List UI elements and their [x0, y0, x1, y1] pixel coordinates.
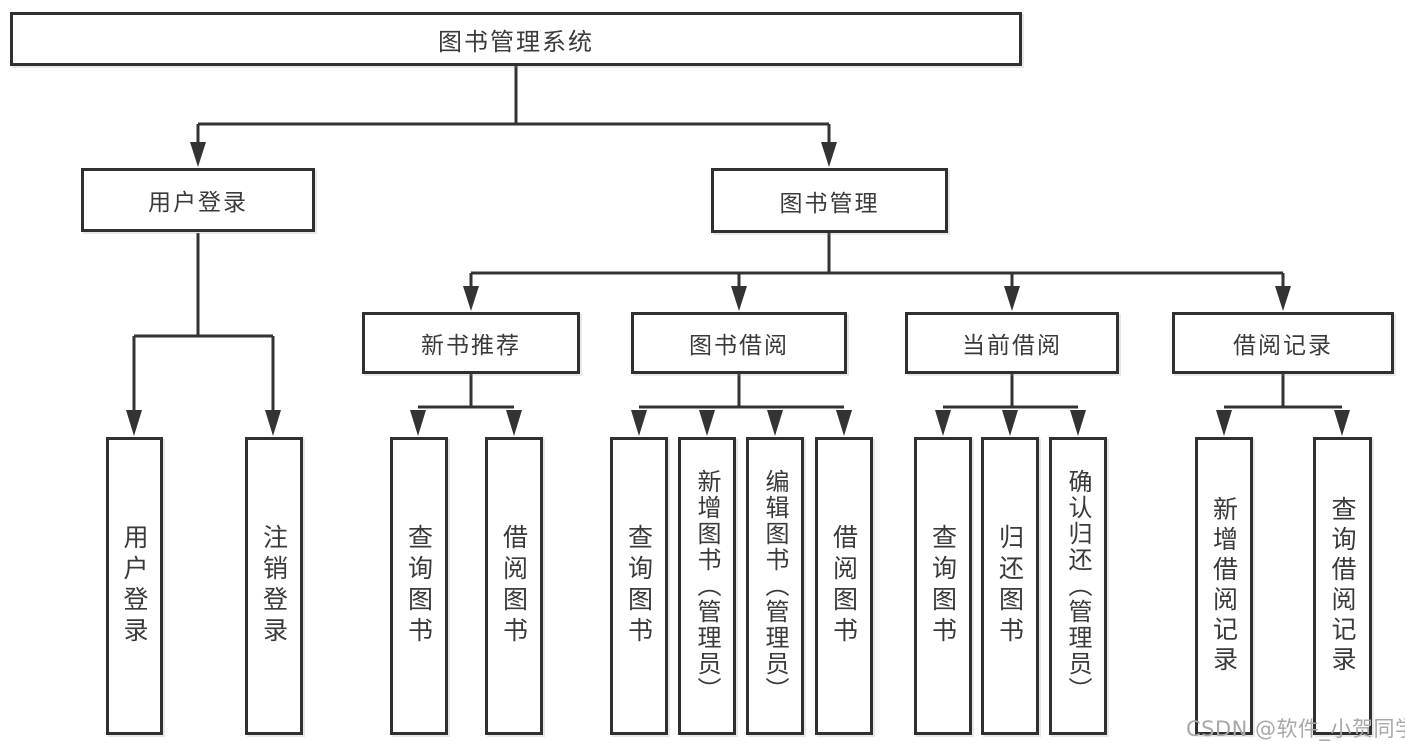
leaf-query-borrow-record: 查询借阅记录	[1313, 437, 1372, 735]
leaf-edit-books-admin: 编辑图书（管理员）	[746, 437, 804, 735]
node-book-management: 图书管理	[711, 168, 948, 233]
leaf-query-books-borrowing: 查询图书	[610, 437, 668, 735]
node-book-management-label: 图书管理	[779, 190, 880, 217]
leaf-borrow-books-recommend: 借阅图书	[485, 437, 543, 735]
leaf-borrow-books: 借阅图书	[815, 437, 873, 735]
node-borrowing-records: 借阅记录	[1172, 312, 1394, 374]
leaf-confirm-return-admin: 确认归还（管理员）	[1049, 437, 1107, 735]
leaf-query-books-recommend: 查询图书	[390, 437, 448, 735]
leaf-query-books-current: 查询图书	[914, 437, 972, 735]
node-library-management-system: 图书管理系统	[10, 12, 1022, 66]
node-book-borrowing: 图书借阅	[631, 312, 847, 374]
leaf-add-borrow-record: 新增借阅记录	[1195, 437, 1253, 735]
node-current-borrowing-label: 当前借阅	[962, 333, 1062, 359]
leaf-return-books: 归还图书	[981, 437, 1039, 735]
node-borrowing-records-label: 借阅记录	[1233, 333, 1333, 359]
node-current-borrowing: 当前借阅	[905, 312, 1119, 374]
leaf-add-books-admin: 新增图书（管理员）	[678, 437, 736, 735]
node-user-login-label: 用户登录	[148, 190, 248, 216]
leaf-user-login: 用户登录	[106, 437, 163, 735]
node-new-book-recommendation: 新书推荐	[362, 312, 580, 374]
node-user-login: 用户登录	[81, 168, 315, 232]
node-book-borrowing-label: 图书借阅	[689, 333, 789, 359]
node-new-book-recommendation-label: 新书推荐	[421, 333, 521, 359]
node-library-management-system-label: 图书管理系统	[438, 27, 594, 56]
leaf-logout: 注销登录	[245, 437, 303, 735]
csdn-watermark: CSDN @软件_小贺同学	[1186, 717, 1405, 741]
